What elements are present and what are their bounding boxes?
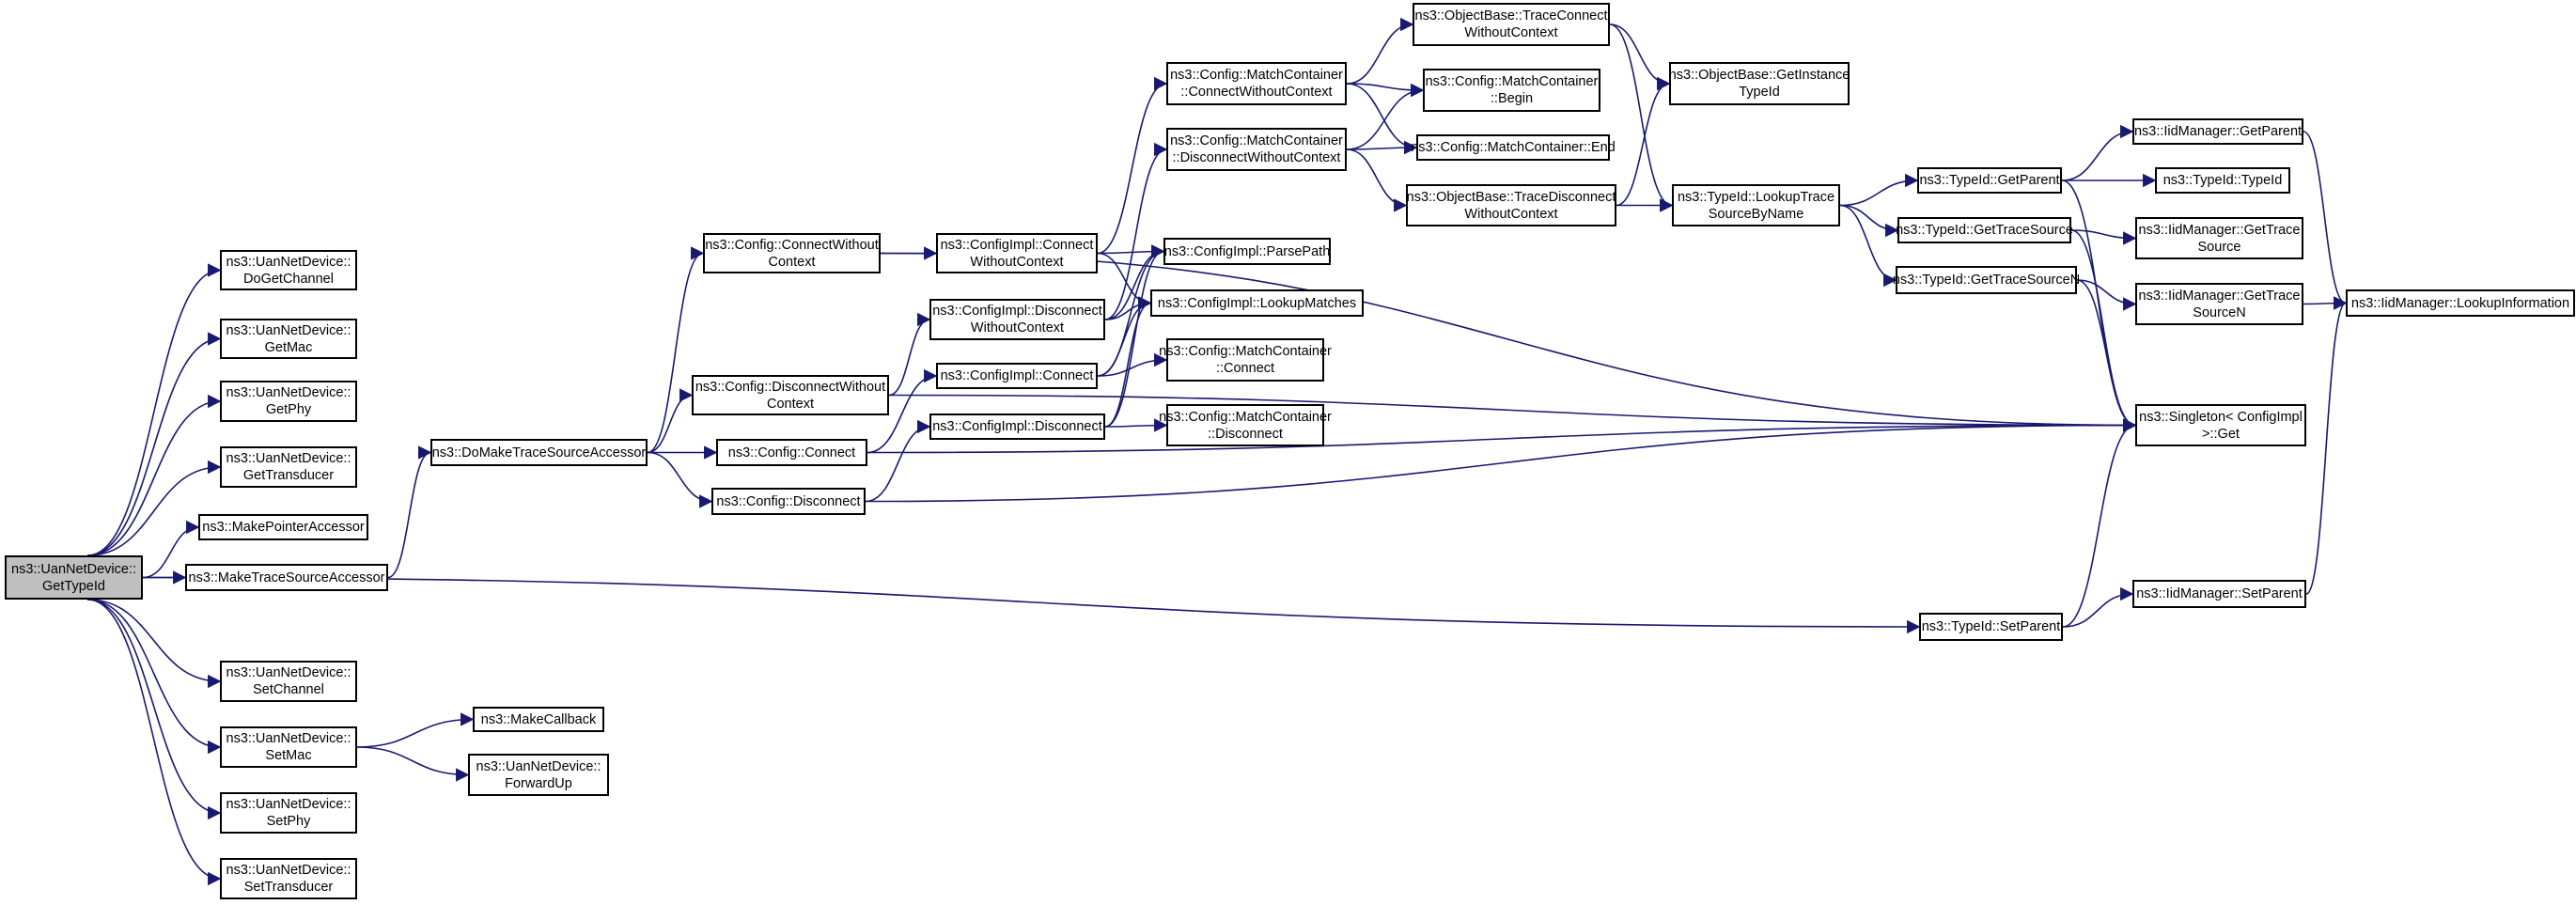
- edge-cfg-disconnect-to-ci-disconnect: [865, 419, 931, 503]
- node-mc-begin[interactable]: ns3::Config::MatchContainer ::Begin: [1423, 69, 1600, 112]
- node-ci-disconnect[interactable]: ns3::ConfigImpl::Disconnect: [929, 413, 1105, 440]
- edge-ci-disconnect-to-mc-disconnect: [1104, 418, 1168, 432]
- node-getmac[interactable]: ns3::UanNetDevice:: GetMac: [220, 319, 357, 359]
- edge-ci-cwc-to-mc-cwc: [1097, 76, 1168, 255]
- edge-ci-disconnect-to-lookupmatches: [1104, 296, 1152, 428]
- node-gettransducer[interactable]: ns3::UanNetDevice:: GetTransducer: [220, 446, 357, 488]
- edge-mc-dwc-to-mc-begin: [1346, 83, 1425, 150]
- edge-root-to-makepointeraccessor: [142, 520, 200, 579]
- edge-root-to-getphy: [87, 394, 222, 556]
- node-singleton-get[interactable]: ns3::Singleton< ConfigImpl >::Get: [2135, 404, 2306, 446]
- edge-ti-ltsbn-to-ti-gettracesourcen: [1839, 204, 1897, 288]
- node-ti-setparent[interactable]: ns3::TypeId::SetParent: [1919, 613, 2063, 641]
- edge-root-to-getmac: [87, 332, 222, 556]
- edge-ci-connect-to-mc-connect: [1097, 352, 1168, 377]
- node-makecallback[interactable]: ns3::MakeCallback: [473, 707, 604, 732]
- edge-ti-getparent-to-iid-getparent: [2061, 124, 2134, 181]
- edge-ob-tdwc-to-ob-giti: [1616, 76, 1671, 207]
- edge-ti-setparent-to-iid-setparent: [2062, 586, 2134, 628]
- edge-root-to-gettransducer: [87, 460, 222, 556]
- edge-ti-gettracesourcen-to-singleton-get: [2076, 279, 2137, 432]
- node-mc-dwc[interactable]: ns3::Config::MatchContainer ::Disconnect…: [1166, 128, 1347, 171]
- node-ti-gettracesource[interactable]: ns3::TypeId::GetTraceSource: [1896, 217, 2073, 243]
- node-makepointeraccessor[interactable]: ns3::MakePointerAccessor: [198, 514, 368, 540]
- node-iid-lookupinfo[interactable]: ns3::IidManager::LookupInformation: [2346, 289, 2575, 317]
- node-ci-connect[interactable]: ns3::ConfigImpl::Connect: [936, 363, 1098, 389]
- edge-domaketsa-to-cfg-cwc: [647, 246, 705, 454]
- node-mc-end[interactable]: ns3::Config::MatchContainer::End: [1411, 134, 1616, 161]
- edge-ti-ltsbn-to-ti-getparent: [1839, 173, 1919, 207]
- node-cfg-dwc[interactable]: ns3::Config::DisconnectWithout Context: [692, 375, 889, 415]
- node-cfg-disconnect[interactable]: ns3::Config::Disconnect: [711, 488, 866, 515]
- edge-iid-getparent-to-iid-lookupinfo: [2303, 131, 2348, 310]
- node-settransducer[interactable]: ns3::UanNetDevice:: SetTransducer: [220, 858, 357, 899]
- node-maketracesourceaccessor[interactable]: ns3::MakeTraceSourceAccessor: [185, 564, 388, 591]
- node-ti-typeid[interactable]: ns3::TypeId::TypeId: [2155, 167, 2290, 194]
- edge-mc-dwc-to-mc-end: [1346, 140, 1418, 155]
- edge-cfg-cwc-to-singleton-get: [880, 252, 2137, 432]
- edge-ti-gettracesource-to-iid-gettracesource: [2070, 229, 2137, 245]
- node-iid-getparent[interactable]: ns3::IidManager::GetParent: [2132, 118, 2303, 145]
- edge-setmac-to-forwardup: [356, 746, 470, 782]
- edge-domaketsa-to-cfg-dwc: [647, 388, 694, 454]
- node-iid-gettracesource[interactable]: ns3::IidManager::GetTrace Source: [2135, 217, 2303, 259]
- node-cfg-connect[interactable]: ns3::Config::Connect: [716, 439, 867, 466]
- edge-cfg-disconnect-to-singleton-get: [865, 418, 2137, 503]
- node-setmac[interactable]: ns3::UanNetDevice:: SetMac: [220, 726, 357, 768]
- edge-maketracesourceaccessor-to-domaketsa: [387, 445, 432, 579]
- node-parsepath[interactable]: ns3::ConfigImpl::ParsePath: [1163, 238, 1331, 265]
- node-mc-cwc[interactable]: ns3::Config::MatchContainer ::ConnectWit…: [1166, 62, 1347, 105]
- edge-root-to-ti-setparent: [142, 576, 1921, 634]
- node-ci-dwc[interactable]: ns3::ConfigImpl::Disconnect WithoutConte…: [929, 299, 1105, 340]
- edge-ob-tcwc-to-ti-ltsbn: [1609, 23, 1674, 212]
- node-ci-cwc[interactable]: ns3::ConfigImpl::Connect WithoutContext: [936, 233, 1098, 273]
- edge-ti-gettracesource-to-singleton-get: [2070, 229, 2137, 432]
- node-iid-setparent[interactable]: ns3::IidManager::SetParent: [2132, 580, 2306, 608]
- node-ob-tcwc[interactable]: ns3::ObjectBase::TraceConnect WithoutCon…: [1413, 3, 1610, 46]
- edge-domaketsa-to-cfg-disconnect: [647, 451, 713, 508]
- node-lookupmatches[interactable]: ns3::ConfigImpl::LookupMatches: [1150, 289, 1364, 317]
- edge-root-to-setchannel: [87, 599, 222, 689]
- node-dogetchannel[interactable]: ns3::UanNetDevice:: DoGetChannel: [220, 250, 357, 290]
- edge-root-to-setmac: [87, 599, 222, 755]
- node-forwardup[interactable]: ns3::UanNetDevice:: ForwardUp: [468, 754, 609, 796]
- edge-ob-tcwc-to-ob-giti: [1609, 23, 1671, 91]
- node-iid-gettracesourcen[interactable]: ns3::IidManager::GetTrace SourceN: [2135, 283, 2303, 325]
- node-ti-getparent[interactable]: ns3::TypeId::GetParent: [1917, 167, 2062, 194]
- edge-ti-gettracesourcen-to-iid-gettracesourcen: [2076, 279, 2137, 311]
- node-cfg-cwc[interactable]: ns3::Config::ConnectWithout Context: [703, 233, 881, 273]
- node-domaketsa[interactable]: ns3::DoMakeTraceSourceAccessor: [430, 439, 648, 466]
- edge-cfg-dwc-to-ci-dwc: [888, 312, 931, 397]
- edge-cfg-connect-to-ci-connect: [866, 368, 938, 454]
- edge-cfg-connect-to-singleton-get: [866, 418, 2137, 454]
- node-mc-disconnect[interactable]: ns3::Config::MatchContainer ::Disconnect: [1159, 404, 1332, 446]
- edge-ti-ltsbn-to-ti-gettracesource: [1839, 204, 1899, 238]
- edge-root-to-settransducer: [87, 599, 222, 886]
- edge-cfg-dwc-to-singleton-get: [888, 394, 2137, 432]
- edge-setmac-to-makecallback: [356, 712, 475, 748]
- edge-mc-cwc-to-mc-end: [1346, 83, 1418, 155]
- edge-ci-cwc-to-parsepath: [1097, 244, 1165, 258]
- node-mc-connect[interactable]: ns3::Config::MatchContainer ::Connect: [1159, 338, 1332, 382]
- node-ob-giti[interactable]: ns3::ObjectBase::GetInstance TypeId: [1669, 62, 1850, 105]
- node-root[interactable]: ns3::UanNetDevice:: GetTypeId: [5, 555, 143, 600]
- node-setphy[interactable]: ns3::UanNetDevice:: SetPhy: [220, 792, 357, 834]
- edge-ci-disconnect-to-parsepath: [1104, 244, 1165, 428]
- node-ti-gettracesourcen[interactable]: ns3::TypeId::GetTraceSourceN: [1893, 266, 2080, 294]
- node-setchannel[interactable]: ns3::UanNetDevice:: SetChannel: [220, 661, 357, 702]
- node-getphy[interactable]: ns3::UanNetDevice:: GetPhy: [220, 381, 357, 422]
- node-ti-ltsbn[interactable]: ns3::TypeId::LookupTrace SourceByName: [1672, 184, 1840, 226]
- edge-ti-setparent-to-singleton-get: [2062, 418, 2137, 628]
- edge-root-to-dogetchannel: [87, 263, 222, 556]
- edge-mc-dwc-to-ob-tdwc: [1346, 148, 1408, 212]
- edge-ci-dwc-to-mc-dwc: [1104, 142, 1168, 320]
- node-ob-tdwc[interactable]: ns3::ObjectBase::TraceDisconnect Without…: [1406, 184, 1616, 226]
- edge-iid-setparent-to-iid-lookupinfo: [2305, 296, 2348, 595]
- edge-root-to-setphy: [87, 599, 222, 820]
- edge-mc-cwc-to-ob-tcwc: [1346, 17, 1414, 85]
